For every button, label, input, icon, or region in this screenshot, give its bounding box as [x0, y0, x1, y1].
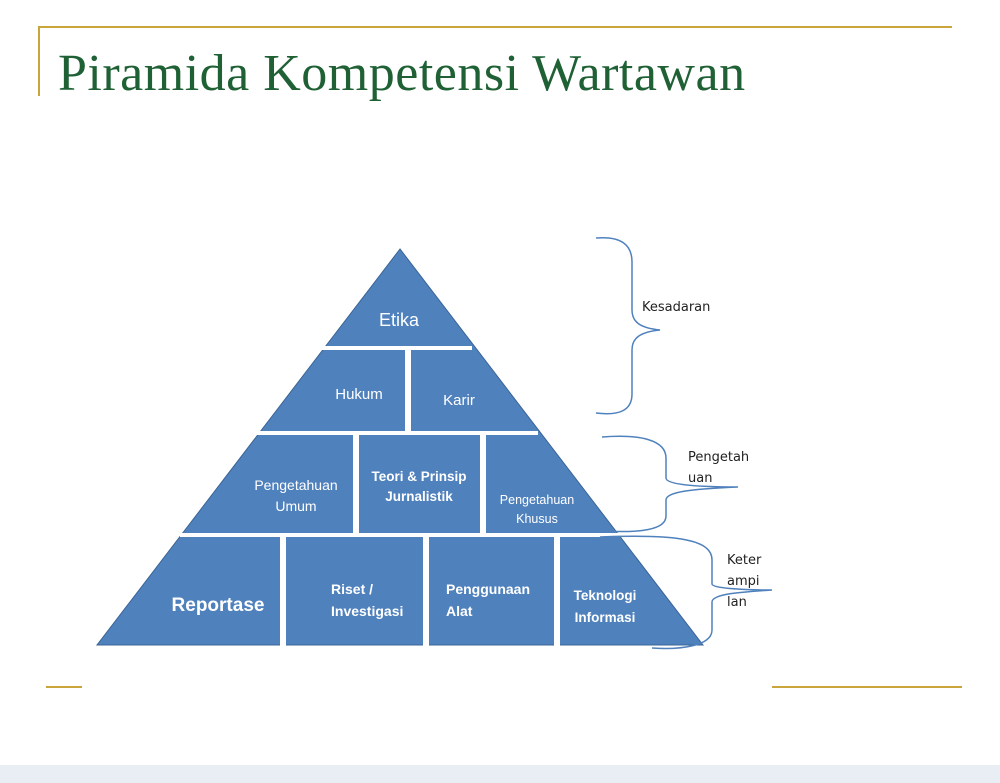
- label-keterampilan-line3: lan: [727, 595, 747, 610]
- label-pengetahuan-line1: Pengetah: [688, 450, 749, 465]
- label-pengetahuan-umum-line1: Pengetahuan: [254, 477, 337, 493]
- label-teori-line1: Teori & Prinsip: [371, 469, 466, 484]
- label-keterampilan-line2: ampi: [727, 574, 760, 589]
- label-etika: Etika: [379, 310, 420, 330]
- label-alat-line2: Alat: [446, 603, 473, 619]
- slide-title: Piramida Kompetensi Wartawan: [58, 45, 746, 102]
- bracket-pengetahuan: [601, 435, 739, 533]
- pyramid-shape: [95, 248, 705, 646]
- label-teori-line2: Jurnalistik: [385, 489, 453, 504]
- frame-bottom-left-line: [46, 686, 82, 688]
- label-reportase: Reportase: [172, 595, 265, 616]
- label-keterampilan-line1: Keter: [727, 553, 762, 568]
- label-pengetahuan-line2: uan: [688, 471, 712, 486]
- label-riset-line1: Riset /: [331, 581, 373, 597]
- bracket-keterampilan: [599, 535, 773, 650]
- frame-top-line: [38, 26, 952, 28]
- label-hukum: Hukum: [335, 386, 383, 403]
- label-teknologi-line2: Informasi: [575, 610, 636, 625]
- slide: Piramida Kompetensi Wartawan Etika Hukum…: [0, 0, 1000, 765]
- label-pengetahuan-khusus-line1: Pengetahuan: [500, 493, 574, 507]
- label-karir: Karir: [443, 392, 475, 409]
- label-kesadaran: Kesadaran: [642, 300, 710, 315]
- label-teknologi-line1: Teknologi: [574, 588, 637, 603]
- frame-bottom-right-line: [772, 686, 962, 688]
- label-riset-line2: Investigasi: [331, 603, 403, 619]
- label-pengetahuan-khusus-line2: Khusus: [516, 512, 558, 526]
- competency-pyramid-diagram: Etika Hukum Karir Pengetahuan Umum Teori…: [95, 236, 773, 650]
- bracket-kesadaran: [595, 236, 661, 415]
- viewer-footer-bar: [0, 765, 1000, 783]
- label-alat-line1: Penggunaan: [446, 581, 530, 597]
- frame-left-line: [38, 26, 40, 96]
- label-pengetahuan-umum-line2: Umum: [275, 498, 316, 514]
